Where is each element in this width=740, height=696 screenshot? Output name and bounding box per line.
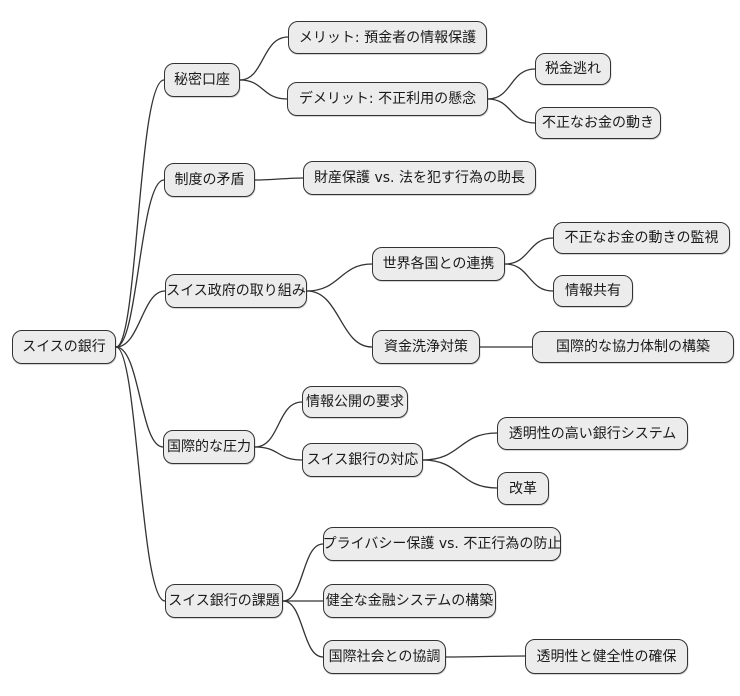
node-secret-accounts: 秘密口座 <box>164 63 240 97</box>
node-demand-for-disclosure: 情報公開の要求 <box>302 386 408 418</box>
node-property-protection-vs-crime: 財産保護 vs. 法を犯す行為の助長 <box>303 161 536 195</box>
edge-root-secret-accounts <box>115 79 165 348</box>
node-privacy-vs-fraud-prevention: プライバシー保護 vs. 不正行為の防止 <box>323 527 561 561</box>
edge-response-reform <box>422 459 498 489</box>
node-transparency-and-soundness: 透明性と健全性の確保 <box>525 639 688 674</box>
node-swiss-banks-response: スイス銀行の対応 <box>302 443 423 477</box>
node-illicit-money-flows: 不正なお金の動き <box>535 107 661 139</box>
edge-global-cooperation-monitoring <box>504 237 554 265</box>
edge-demerit-illicit-money-flows <box>487 98 536 124</box>
edge-root-swiss-banks-challenges <box>115 346 166 602</box>
node-international-cooperation-framework: 国際的な協力体制の構築 <box>532 331 734 363</box>
edge-demerit-tax-evasion <box>487 68 536 100</box>
node-anti-money-laundering: 資金洗浄対策 <box>372 330 480 364</box>
edge-challenges-international-harmony <box>282 600 324 658</box>
node-tax-evasion: 税金逃れ <box>535 53 611 85</box>
edge-secret-accounts-demerit <box>239 79 288 100</box>
edge-secret-accounts-merit <box>239 36 289 81</box>
node-international-pressure: 国際的な圧力 <box>163 430 255 464</box>
edge-contradiction-property-vs-crime <box>254 177 304 181</box>
node-information-sharing: 情報共有 <box>553 275 633 307</box>
edge-root-international-pressure <box>115 346 164 448</box>
node-reform: 改革 <box>497 472 549 505</box>
edge-response-transparent-system <box>422 432 498 461</box>
node-institutional-contradiction: 制度の矛盾 <box>164 163 255 197</box>
node-international-harmony: 国際社会との協調 <box>323 640 446 674</box>
node-sound-financial-system: 健全な金融システムの構築 <box>323 584 496 618</box>
edge-challenges-privacy-vs-fraud <box>282 543 324 602</box>
node-demerit-misuse-concern: デメリット: 不正利用の懸念 <box>287 82 488 116</box>
edge-harmony-transparency-soundness <box>445 655 526 658</box>
node-swiss-government-efforts: スイス政府の取り組み <box>165 274 307 308</box>
edge-root-institutional-contradiction <box>115 179 165 348</box>
node-global-cooperation: 世界各国との連携 <box>372 247 505 281</box>
node-monitoring-illicit-money: 不正なお金の動きの監視 <box>553 222 730 254</box>
edge-pressure-disclosure-demand <box>254 401 303 448</box>
node-transparent-banking-system: 透明性の高い銀行システム <box>497 417 688 450</box>
edge-efforts-anti-money-laundering <box>306 290 373 348</box>
edge-pressure-banks-response <box>254 446 303 461</box>
edge-global-cooperation-info-sharing <box>504 263 554 292</box>
node-merit-depositor-info-protection: メリット: 預金者の情報保護 <box>288 21 487 54</box>
edge-efforts-global-cooperation <box>306 263 373 292</box>
edge-root-swiss-government-efforts <box>115 290 166 348</box>
node-swiss-banks-challenges: スイス銀行の課題 <box>165 584 283 618</box>
node-swiss-banks: スイスの銀行 <box>12 330 116 364</box>
